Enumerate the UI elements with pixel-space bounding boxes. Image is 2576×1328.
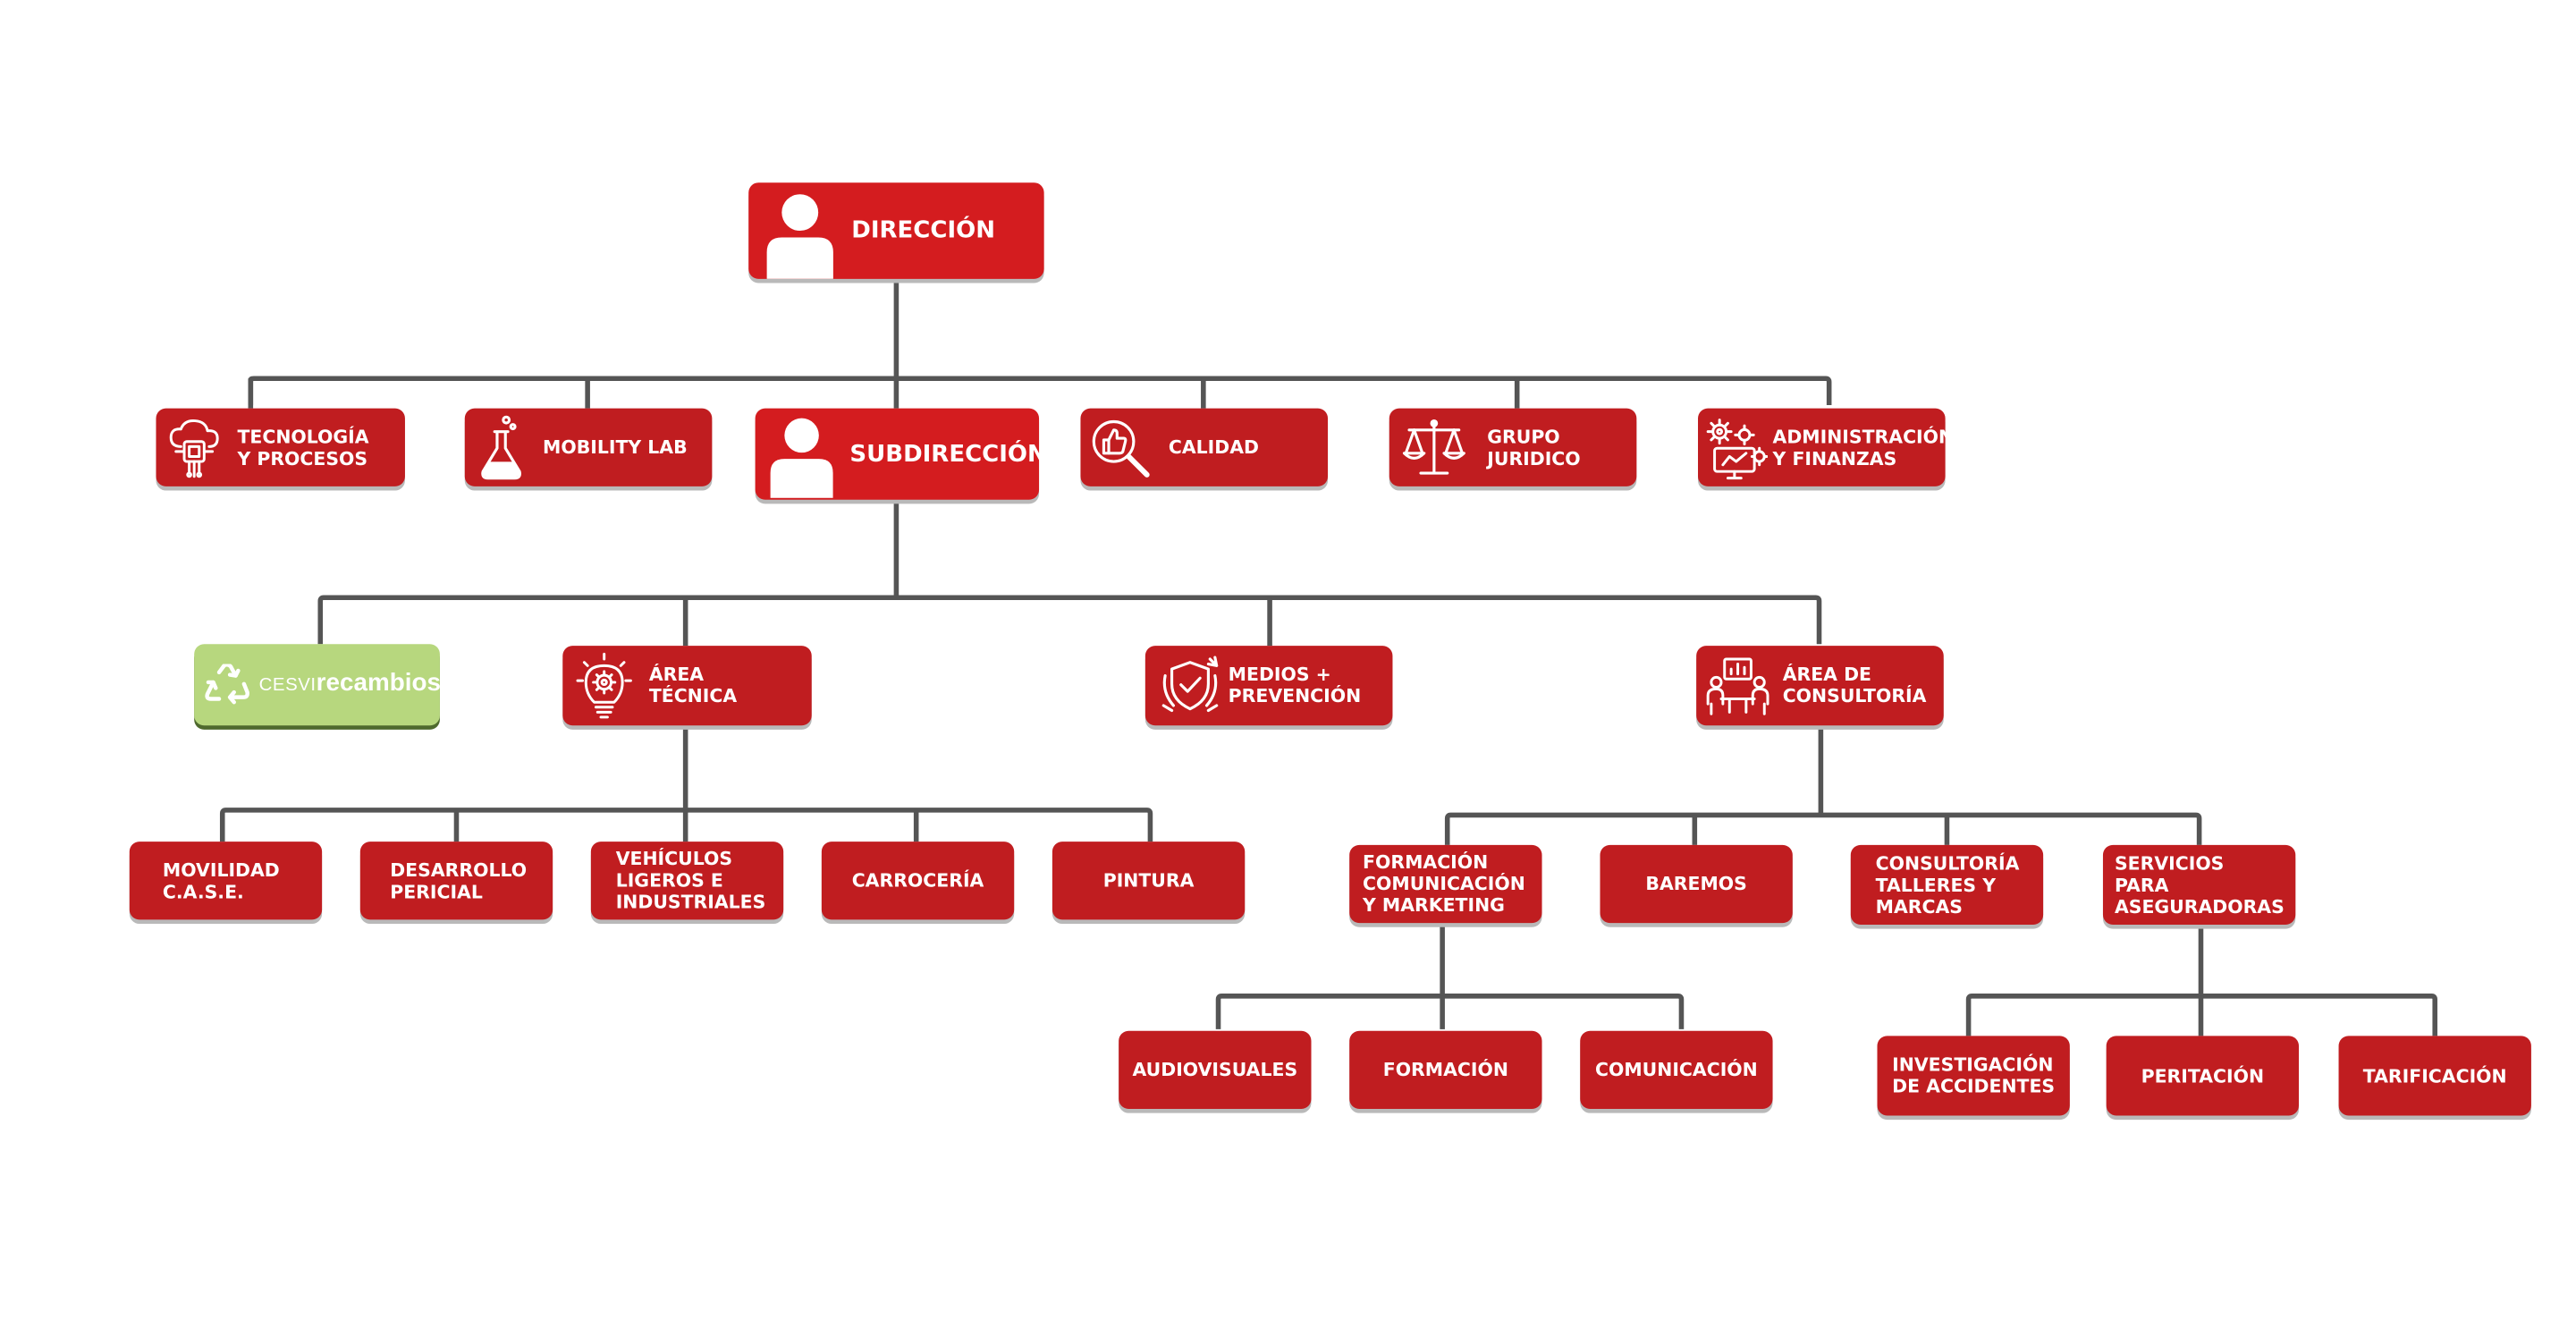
node-direccion: DIRECCIÓN (748, 182, 1044, 279)
node-comunicacion-label: COMUNICACIÓN (1594, 1059, 1758, 1081)
person-icon (766, 194, 833, 279)
connector-formacion-bus (1215, 994, 1685, 1029)
node-formacion-marketing: FORMACIÓN COMUNICACIÓN Y MARKETING (1349, 844, 1542, 924)
node-investigacion-label: INVESTIGACIÓN DE ACCIDENTES (1892, 1053, 2056, 1098)
node-tecnologia: TECNOLOGÍA Y PROCESOS (156, 408, 405, 486)
node-mobility-label: MOBILITY LAB (543, 436, 688, 459)
node-formacion: FORMACIÓN (1349, 1030, 1542, 1110)
node-cesvi-recambios: CESVI recambios (194, 644, 441, 726)
node-baremos-label: BAREMOS (1645, 873, 1747, 895)
shield-check-icon (1161, 656, 1219, 713)
node-audiovisuales: AUDIOVISUALES (1119, 1030, 1312, 1110)
node-administracion: ADMINISTRACIÓN Y FINANZAS (1698, 408, 1954, 486)
flask-icon (481, 414, 521, 479)
node-vehiculos-label: VEHÍCULOS LIGEROS E INDUSTRIALES (615, 848, 766, 913)
node-movilidad-label: MOVILIDAD C.A.S.E. (162, 859, 280, 902)
node-consultoria: ÁREA DE CONSULTORÍA (1696, 646, 1944, 726)
node-calidad: CALIDAD (1080, 408, 1329, 486)
lightbulb-gear-icon (576, 652, 632, 719)
consulting-icon (1706, 657, 1769, 715)
node-mobility-lab: MOBILITY LAB (464, 408, 713, 486)
magnifier-thumbs-up-icon (1092, 419, 1150, 477)
node-juridico: GRUPO JURIDICO (1389, 408, 1637, 486)
node-comunicacion: COMUNICACIÓN (1580, 1030, 1773, 1110)
node-juridico-label: GRUPO JURIDICO (1487, 426, 1581, 469)
scales-icon (1402, 419, 1465, 474)
node-vehiculos: VEHÍCULOS LIGEROS E INDUSTRIALES (590, 842, 784, 920)
node-calidad-label: CALIDAD (1168, 436, 1259, 459)
recycle-icon (205, 663, 249, 704)
node-formacion-marketing-label: FORMACIÓN COMUNICACIÓN Y MARKETING (1363, 851, 1525, 917)
node-carroceria: CARROCERÍA (821, 842, 1015, 920)
node-medios: MEDIOS + PREVENCIÓN (1144, 646, 1393, 726)
node-tecnologia-label: TECNOLOGÍA Y PROCESOS (237, 426, 369, 469)
node-area-tecnica-label: ÁREA TÉCNICA (648, 664, 738, 707)
node-servicios-label: SERVICIOS PARA ASEGURADORAS (2114, 852, 2285, 918)
person-icon (770, 418, 833, 498)
node-cesvi-label: CESVI recambios (258, 669, 441, 698)
node-subdireccion-label: SUBDIRECCIÓN (849, 440, 1047, 468)
node-investigacion-accidentes: INVESTIGACIÓN DE ACCIDENTES (1877, 1036, 2070, 1116)
node-consultoria-talleres: CONSULTORÍA TALLERES Y MARCAS (1850, 844, 2044, 925)
node-movilidad-case: MOVILIDAD C.A.S.E. (129, 842, 323, 920)
connector-consultoria-bus (1444, 812, 2202, 845)
cesvi-suffix: recambios (316, 669, 441, 698)
node-desarrollo-label: DESARROLLO PERICIAL (390, 859, 528, 902)
cloud-chip-icon (169, 419, 219, 478)
node-carroceria-label: CARROCERÍA (851, 869, 984, 892)
node-direccion-label: DIRECCIÓN (851, 217, 995, 244)
gears-monitor-icon (1706, 418, 1768, 479)
node-area-tecnica: ÁREA TÉCNICA (562, 646, 812, 726)
node-talleres-label: CONSULTORÍA TALLERES Y MARCAS (1875, 852, 2020, 918)
node-subdireccion: SUBDIRECCIÓN (755, 408, 1047, 500)
node-tarificacion: TARIFICACIÓN (2338, 1036, 2531, 1116)
node-administracion-label: ADMINISTRACIÓN Y FINANZAS (1772, 426, 1955, 469)
node-servicios-aseguradoras: SERVICIOS PARA ASEGURADORAS (2102, 844, 2296, 925)
node-peritacion: PERITACIÓN (2106, 1036, 2300, 1116)
node-pintura: PINTURA (1052, 842, 1246, 920)
node-pintura-label: PINTURA (1102, 869, 1195, 892)
node-formacion-label: FORMACIÓN (1382, 1059, 1508, 1081)
connector-level1-bus (248, 376, 1832, 405)
node-baremos: BAREMOS (1600, 844, 1793, 924)
node-desarrollo-pericial: DESARROLLO PERICIAL (359, 842, 553, 920)
node-consultoria-label: ÁREA DE CONSULTORÍA (1782, 664, 1927, 707)
cesvi-prefix: CESVI (258, 675, 317, 696)
node-medios-label: MEDIOS + PREVENCIÓN (1228, 664, 1362, 707)
connector-level2-bus (317, 595, 1822, 645)
node-peritacion-label: PERITACIÓN (2141, 1064, 2265, 1087)
node-audiovisuales-label: AUDIOVISUALES (1132, 1059, 1298, 1081)
node-tarificacion-label: TARIFICACIÓN (2362, 1064, 2507, 1087)
